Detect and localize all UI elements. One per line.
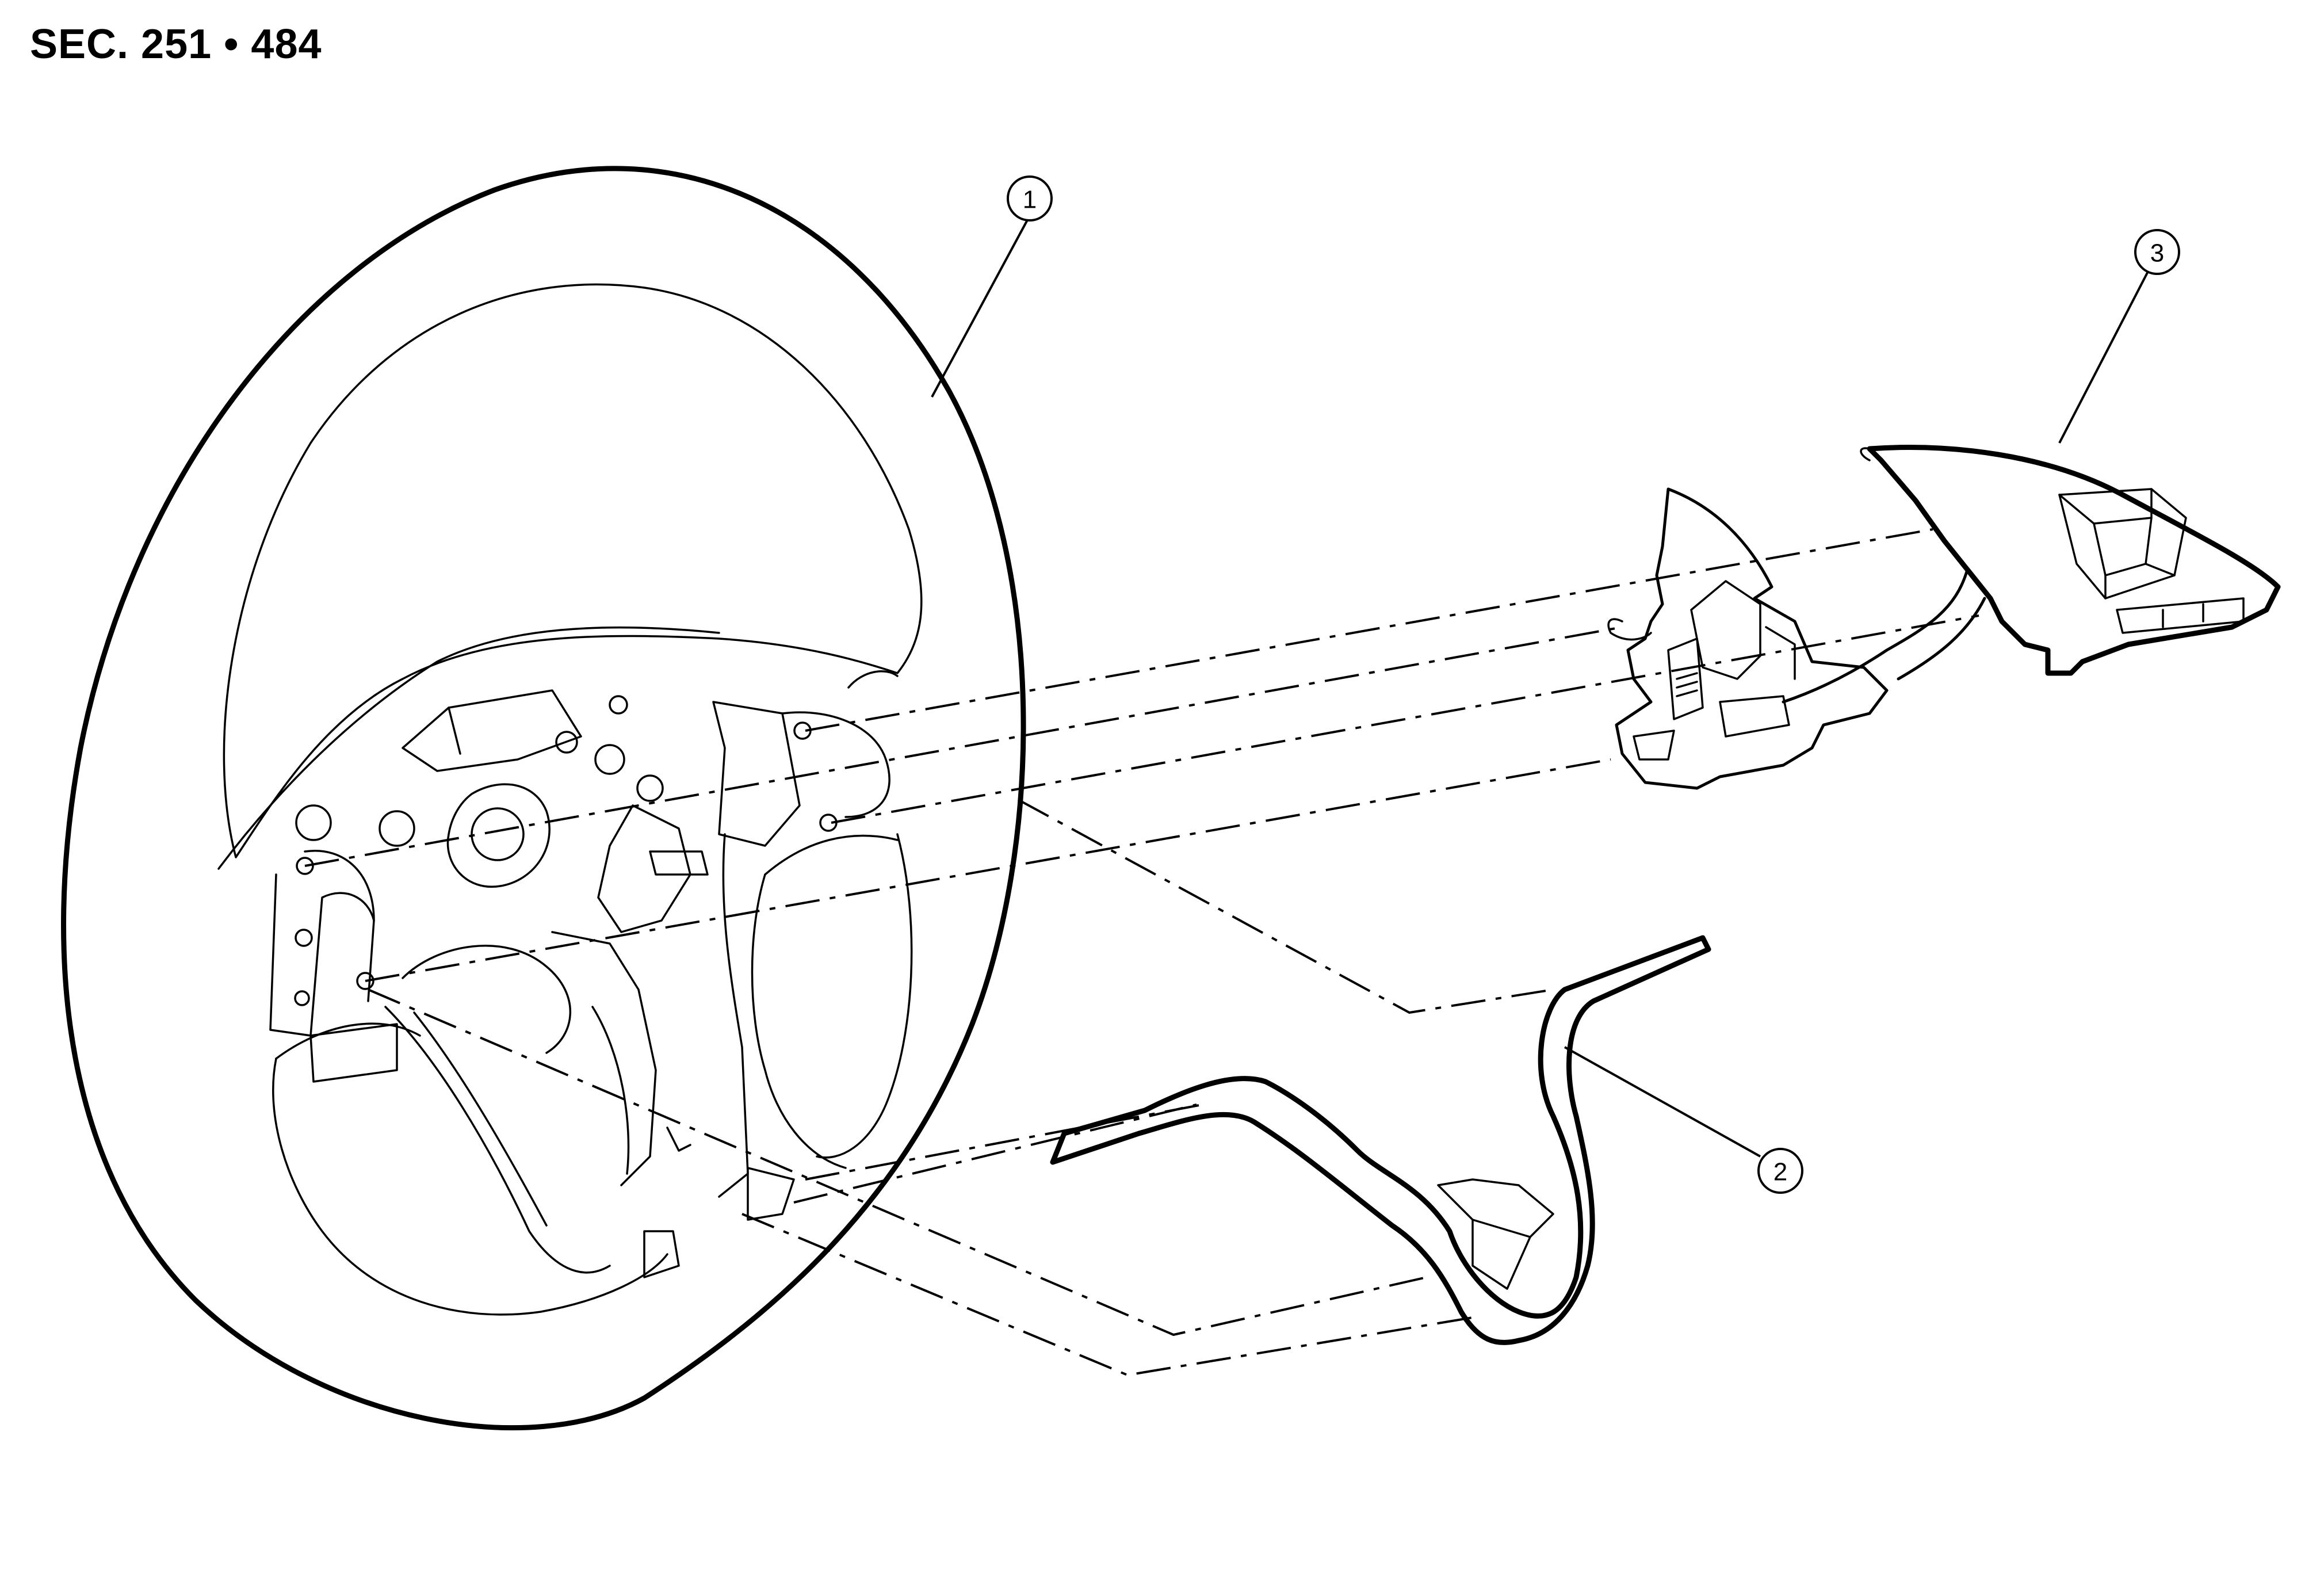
wheel-outer-rim xyxy=(61,166,1026,1430)
callout-label-1: 1 xyxy=(1023,186,1037,214)
leader-line-3 xyxy=(2058,270,2150,444)
wheel-boss-bore xyxy=(471,807,525,861)
section-code: SEC. 251 • 484 xyxy=(30,21,322,67)
steering-switch xyxy=(1782,445,2281,704)
wheel-inner-rim-right xyxy=(816,833,913,1159)
callout-circle-2 xyxy=(1757,1148,1803,1194)
callout-circle-3 xyxy=(2134,229,2180,275)
callout-label-2: 2 xyxy=(1773,1158,1787,1186)
steering-wheel xyxy=(61,166,1026,1430)
switch-bracket xyxy=(1607,487,1889,790)
wheel-boss xyxy=(446,783,551,888)
callout-circle-1 xyxy=(1007,175,1053,222)
exploded-view-lines xyxy=(304,528,1979,1377)
wheel-hole-left-lower xyxy=(356,972,374,990)
callouts: 1 2 3 xyxy=(931,175,2180,1194)
switch-harness xyxy=(1782,568,1969,704)
leader-line-2 xyxy=(1564,1046,1761,1158)
wheel-spoke-left xyxy=(269,873,375,1037)
leader-line-1 xyxy=(931,215,1031,398)
wheel-hole-left-upper xyxy=(296,857,314,875)
wheel-inner-rim-lower xyxy=(272,1057,668,1316)
finisher xyxy=(1050,935,1711,1345)
wheel-hub-top-edge xyxy=(217,626,720,870)
wheel-inner-rim-upper xyxy=(223,283,923,858)
callout-label-3: 3 xyxy=(2150,239,2164,268)
